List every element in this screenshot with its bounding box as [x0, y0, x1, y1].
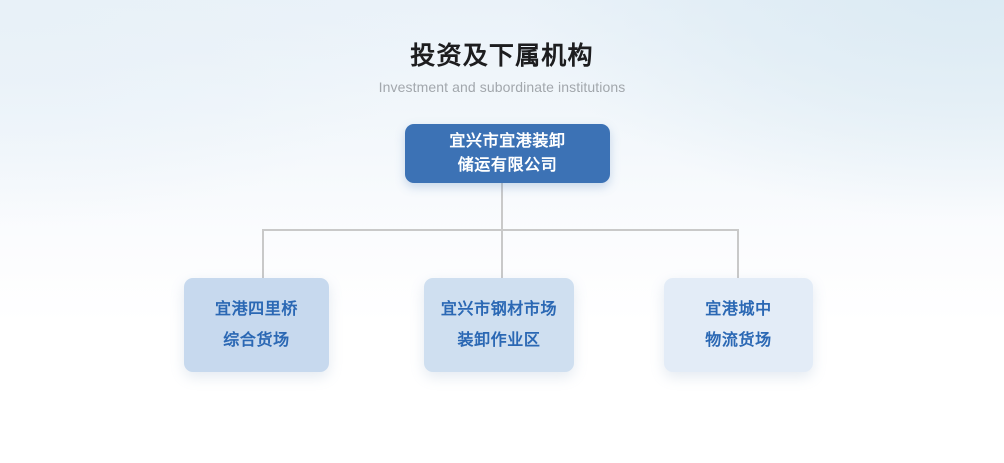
- org-node-child-1-line-1: 宜港四里桥: [214, 301, 298, 318]
- org-node-root-line-1: 宜兴市宜港装卸: [449, 132, 566, 150]
- org-node-child-3-line-2: 物流货场: [705, 332, 772, 349]
- page-title: 投资及下属机构: [410, 42, 594, 70]
- connector-drop-child-3: [737, 229, 739, 279]
- page-heading: 投资及下属机构 Investment and subordinate insti…: [0, 40, 1004, 96]
- org-node-child-1[interactable]: 宜港四里桥 综合货场: [184, 278, 329, 372]
- page-subtitle: Investment and subordinate institutions: [378, 79, 626, 95]
- org-node-child-3-line-1: 宜港城中: [705, 301, 772, 318]
- org-node-child-2-line-1: 宜兴市钢材市场: [440, 301, 558, 318]
- connector-drop-child-2: [501, 229, 503, 279]
- org-node-child-2-line-2: 装卸作业区: [457, 332, 541, 349]
- org-node-root[interactable]: 宜兴市宜港装卸 储运有限公司: [405, 124, 610, 183]
- connector-root-stem: [501, 180, 503, 231]
- connector-horizontal-bus: [262, 229, 739, 231]
- org-node-child-1-line-2: 综合货场: [223, 332, 290, 349]
- org-node-child-2[interactable]: 宜兴市钢材市场 装卸作业区: [424, 278, 574, 372]
- org-node-root-line-2: 储运有限公司: [457, 156, 558, 174]
- org-node-child-3[interactable]: 宜港城中 物流货场: [664, 278, 813, 372]
- connector-drop-child-1: [262, 229, 264, 279]
